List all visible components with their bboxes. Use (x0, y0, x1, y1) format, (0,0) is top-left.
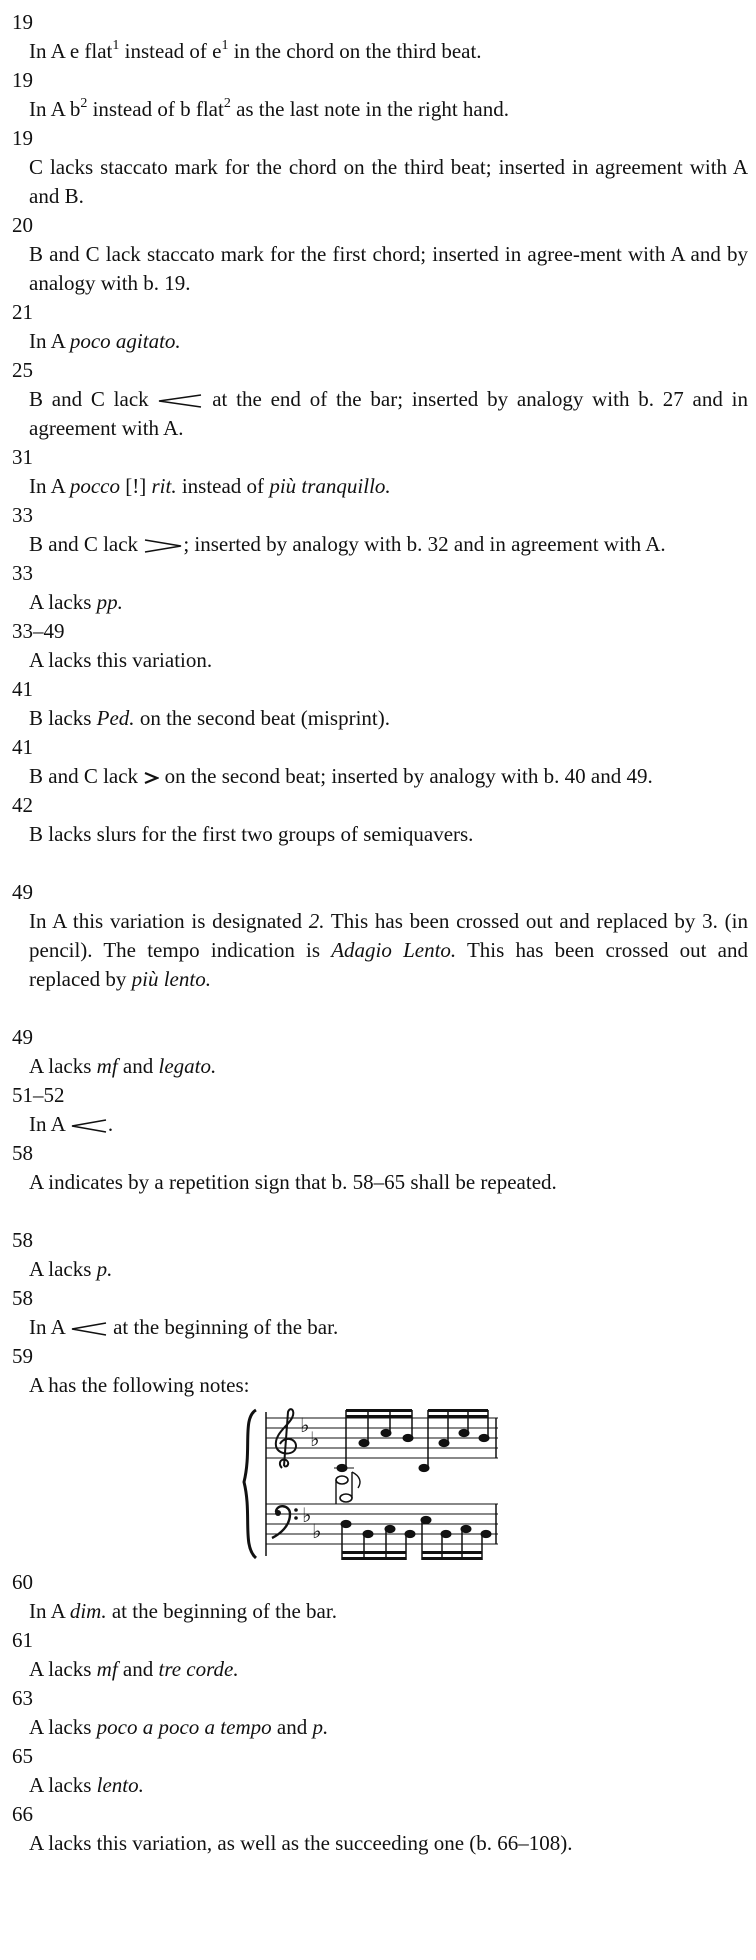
bar-number: 33 (12, 503, 33, 527)
note-entry: 63 A lacks poco a poco a tempo and p. (12, 1684, 748, 1742)
crescendo-hairpin-icon (71, 1119, 106, 1133)
note-entry: 21 In A poco agitato. (12, 298, 748, 356)
critical-notes: 19 In A e flat1 instead of e1 in the cho… (12, 8, 748, 1858)
decrescendo-hairpin-icon (145, 539, 182, 553)
bar-number: 41 (12, 735, 33, 759)
svg-text:♭: ♭ (302, 1503, 311, 1527)
svg-text:♭: ♭ (312, 1519, 321, 1543)
note-text: In A b2 instead of b flat2 as the last n… (29, 96, 510, 122)
crescendo-hairpin-icon (159, 394, 202, 408)
note-text: B and C lack on the second beat; inserte… (29, 764, 653, 788)
note-entry: 66 A lacks this variation, as well as th… (12, 1800, 748, 1858)
note-text: A lacks lento. (29, 1773, 144, 1797)
bar-number: 41 (12, 677, 33, 701)
note-entry: 33–49 A lacks this variation. (12, 617, 748, 675)
note-text: B and C lack staccato mark for the first… (29, 242, 748, 295)
note-text: A has the following notes: (29, 1373, 250, 1397)
note-text: A lacks mf and tre corde. (29, 1657, 239, 1681)
accent-mark-icon (144, 772, 160, 785)
bar-number: 21 (12, 300, 33, 324)
note-text: A indicates by a repetition sign that b.… (29, 1170, 557, 1194)
bar-number: 58 (12, 1141, 33, 1165)
bar-number: 59 (12, 1344, 33, 1368)
note-entry: 61 A lacks mf and tre corde. (12, 1626, 748, 1684)
music-notation-figure: ♭ ♭ ♭ ♭ (242, 1408, 498, 1560)
note-text: A lacks pp. (29, 590, 123, 614)
note-text: B lacks Ped. on the second beat (misprin… (29, 706, 390, 730)
crescendo-hairpin-icon (71, 1322, 106, 1336)
note-entry: 60 In A dim. at the beginning of the bar… (12, 1568, 748, 1626)
note-text: B lacks slurs for the first two groups o… (29, 822, 474, 846)
spacer (12, 1197, 748, 1226)
bar-number: 49 (12, 1025, 33, 1049)
note-text: C lacks staccato mark for the chord on t… (29, 155, 748, 208)
note-entry: 51–52 In A . (12, 1081, 748, 1139)
note-text: In A e flat1 instead of e1 in the chord … (29, 38, 482, 64)
note-text: In A at the beginning of the bar. (29, 1315, 339, 1339)
bar-number: 49 (12, 880, 33, 904)
bar-number: 61 (12, 1628, 33, 1652)
spacer (12, 849, 748, 878)
bar-number: 51–52 (12, 1083, 65, 1107)
bar-number: 66 (12, 1802, 33, 1826)
bar-number: 19 (12, 68, 33, 92)
svg-text:♭: ♭ (300, 1413, 309, 1437)
bar-number: 25 (12, 358, 33, 382)
note-entry: 41 B and C lack on the second beat; inse… (12, 733, 748, 791)
note-text: A lacks p. (29, 1257, 113, 1281)
note-entry: 19 In A b2 instead of b flat2 as the las… (12, 66, 748, 124)
bar-number: 20 (12, 213, 33, 237)
note-entry: 58 In A at the beginning of the bar. (12, 1284, 748, 1342)
note-entry: 41 B lacks Ped. on the second beat (misp… (12, 675, 748, 733)
note-entry: 31 In A pocco [!] rit. instead of più tr… (12, 443, 748, 501)
bar-number: 33 (12, 561, 33, 585)
note-entry: 65 A lacks lento. (12, 1742, 748, 1800)
note-entry: 59 A has the following notes: (12, 1342, 748, 1400)
note-text: B and C lack at the end of the bar; inse… (29, 387, 748, 440)
note-entry: 20 B and C lack staccato mark for the fi… (12, 211, 748, 298)
note-entry: 19 C lacks staccato mark for the chord o… (12, 124, 748, 211)
note-text: A lacks poco a poco a tempo and p. (29, 1715, 329, 1739)
bar-number: 63 (12, 1686, 33, 1710)
note-entry: 19 In A e flat1 instead of e1 in the cho… (12, 8, 748, 66)
bar-number: 31 (12, 445, 33, 469)
note-text: In A dim. at the beginning of the bar. (29, 1599, 337, 1623)
music-example: ♭ ♭ ♭ ♭ (12, 1400, 748, 1568)
note-entry: 25 B and C lack at the end of the bar; i… (12, 356, 748, 443)
bar-number: 33–49 (12, 619, 65, 643)
bar-number: 58 (12, 1228, 33, 1252)
note-entry: 49 In A this variation is designated 2. … (12, 878, 748, 994)
note-text: B and C lack ; inserted by analogy with … (29, 532, 666, 556)
note-entry: 58 A indicates by a repetition sign that… (12, 1139, 748, 1197)
bar-number: 19 (12, 10, 33, 34)
note-entry: 49 A lacks mf and legato. (12, 1023, 748, 1081)
note-text: In A . (29, 1112, 114, 1136)
spacer (12, 994, 748, 1023)
note-text: In A this variation is designated 2. Thi… (29, 909, 748, 991)
note-text: In A poco agitato. (29, 329, 181, 353)
note-text: In A pocco [!] rit. instead of più tranq… (29, 474, 391, 498)
note-entry: 33 B and C lack ; inserted by analogy wi… (12, 501, 748, 559)
bar-number: 19 (12, 126, 33, 150)
note-text: A lacks this variation, as well as the s… (29, 1831, 573, 1855)
bar-number: 58 (12, 1286, 33, 1310)
bar-number: 65 (12, 1744, 33, 1768)
note-entry: 33 A lacks pp. (12, 559, 748, 617)
note-entry: 58 A lacks p. (12, 1226, 748, 1284)
bar-number: 60 (12, 1570, 33, 1594)
note-entry: 42 B lacks slurs for the first two group… (12, 791, 748, 849)
note-text: A lacks mf and legato. (29, 1054, 217, 1078)
svg-text:♭: ♭ (310, 1427, 319, 1451)
note-text: A lacks this variation. (29, 648, 213, 672)
bar-number: 42 (12, 793, 33, 817)
